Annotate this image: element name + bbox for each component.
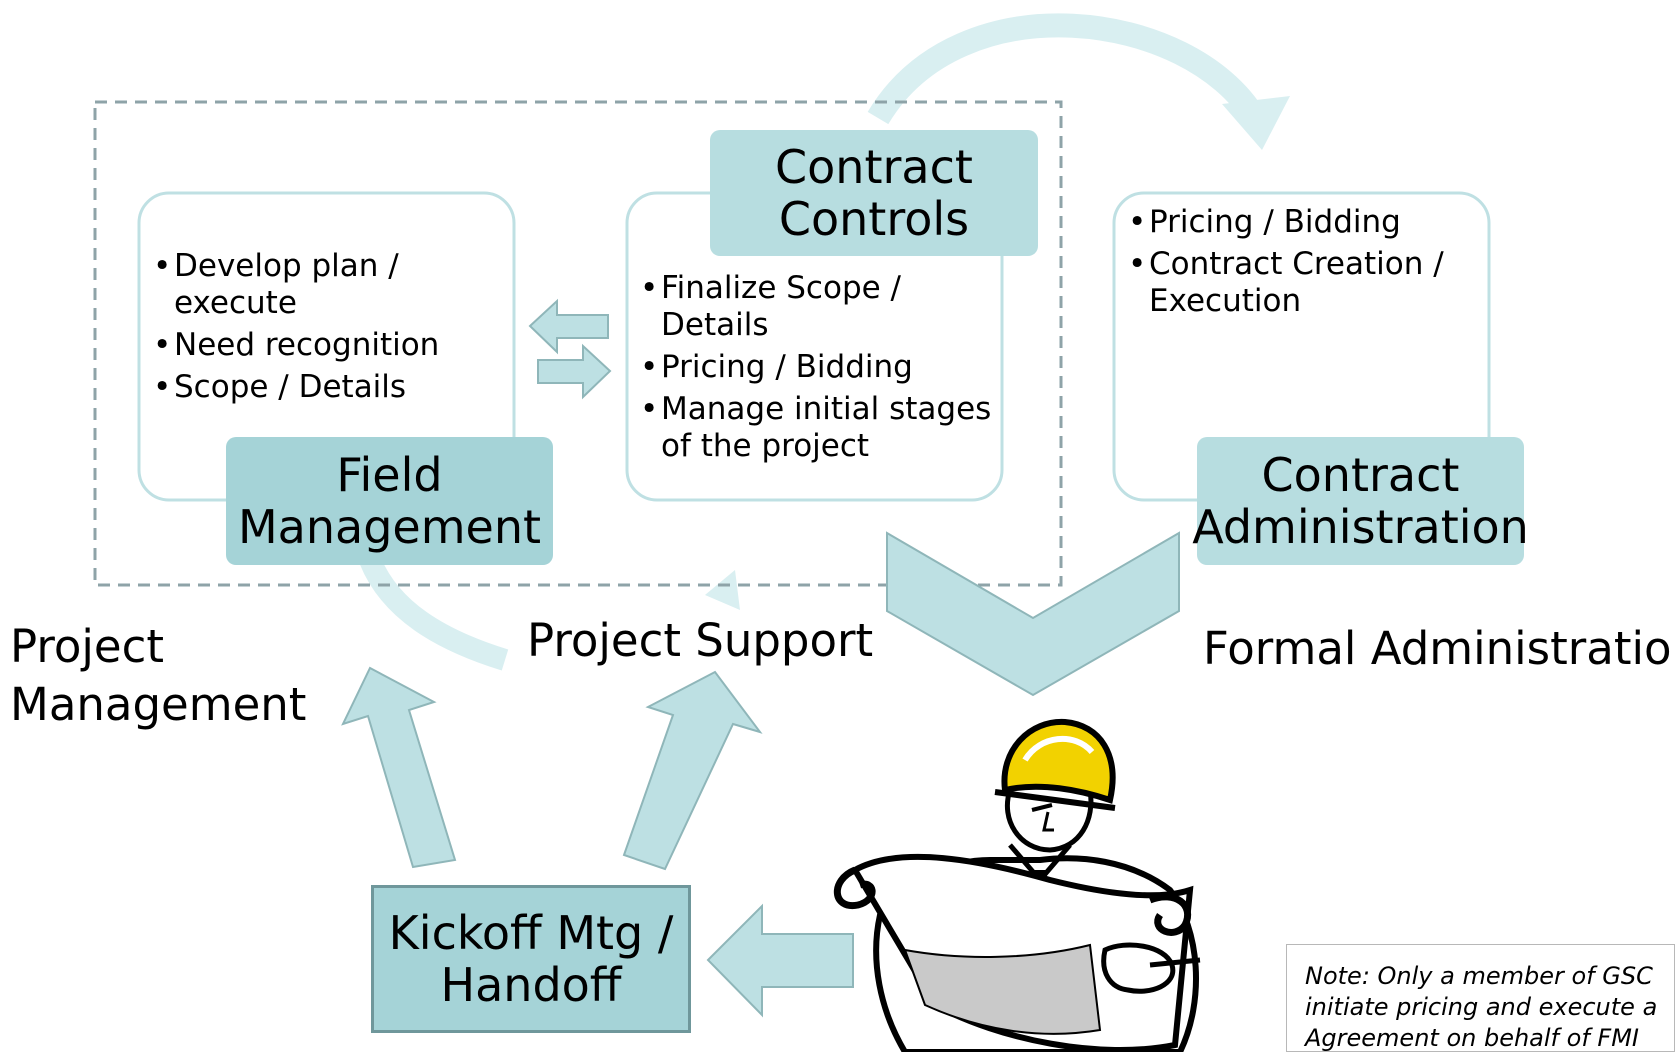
- contract-administration-bullet-list: Pricing / Bidding Contract Creation / Ex…: [1128, 204, 1478, 325]
- project-support-label-text: Project Support: [527, 614, 874, 667]
- arrow-up-to-project-support: [622, 670, 763, 871]
- cycle-curve-arrowhead-bottom: [705, 570, 740, 610]
- formal-administration-label-text: Formal Administration: [1203, 622, 1675, 675]
- note-line: Agreement on behalf of FMI: [1305, 1024, 1639, 1052]
- bullet-item: Pricing / Bidding: [1128, 204, 1478, 241]
- right-arrow-icon: [537, 343, 612, 400]
- arrow-left-into-kickoff: [706, 903, 854, 1018]
- note-line: initiate pricing and execute a: [1305, 993, 1658, 1021]
- kickoff-handoff-box: Kickoff Mtg / Handoff: [371, 885, 691, 1033]
- field-management-title: Field Management: [226, 437, 553, 565]
- project-management-label-text: Project Management: [10, 620, 307, 731]
- bullet-item: Manage initial stages of the project: [640, 391, 995, 465]
- contract-administration-title-text: Contract Administration: [1192, 448, 1529, 554]
- contract-controls-bullet-list: Finalize Scope / Details Pricing / Biddi…: [640, 270, 995, 470]
- formal-administration-label: Formal Administration: [1203, 620, 1675, 678]
- cycle-curve-arrowhead-top: [1222, 96, 1290, 150]
- project-support-group-border: [93, 100, 1063, 587]
- bullet-item: Need recognition: [153, 327, 498, 364]
- bullet-item: Contract Creation / Execution: [1128, 246, 1478, 320]
- bullet-item: Scope / Details: [153, 369, 498, 406]
- contract-administration-title: Contract Administration: [1192, 437, 1529, 565]
- project-management-label: Project Management: [10, 618, 310, 734]
- field-management-title-text: Field Management: [237, 448, 542, 554]
- field-management-bullet-list: Develop plan / execute Need recognition …: [153, 248, 498, 411]
- bullet-item: Pricing / Bidding: [640, 349, 995, 386]
- project-support-label: Project Support: [527, 612, 873, 670]
- cycle-curve-arrow-top: [867, 13, 1266, 125]
- contract-controls-title-text: Contract Controls: [775, 140, 973, 246]
- kickoff-handoff-title-text: Kickoff Mtg / Handoff: [388, 906, 674, 1012]
- contract-controls-title: Contract Controls: [710, 130, 1038, 256]
- bullet-item: Finalize Scope / Details: [640, 270, 995, 344]
- bullet-item: Develop plan / execute: [153, 248, 498, 322]
- construction-worker-clipart: [833, 718, 1201, 1052]
- note-box: Note: Only a member of GSC initiate pric…: [1286, 944, 1675, 1052]
- left-arrow-icon: [528, 298, 609, 355]
- note-line: Note: Only a member of GSC: [1305, 962, 1653, 990]
- chevron-down-icon: [886, 531, 1180, 697]
- cycle-curve-arrow-bottom: [359, 555, 509, 671]
- arrow-up-to-project-management: [341, 666, 457, 869]
